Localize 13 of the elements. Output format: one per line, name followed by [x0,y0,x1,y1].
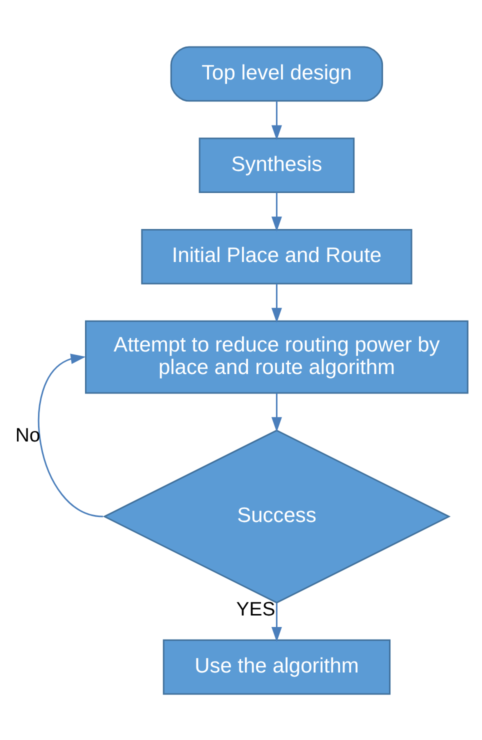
arrow [271,192,282,232]
arrow [271,283,282,322]
arrow [271,100,282,140]
node-diamond: Success [102,429,451,603]
node-box: Top level design [170,46,384,102]
node-box: Initial Place and Route [141,228,412,284]
edge-label: No [15,424,40,446]
node-box: Attempt to reduce routing power by place and route algorithm [85,320,468,394]
arrow [38,353,104,517]
node-box: Use the algorithm [162,638,391,694]
arrow [271,392,282,432]
node-box: Synthesis [198,137,355,193]
arrow [271,602,282,642]
